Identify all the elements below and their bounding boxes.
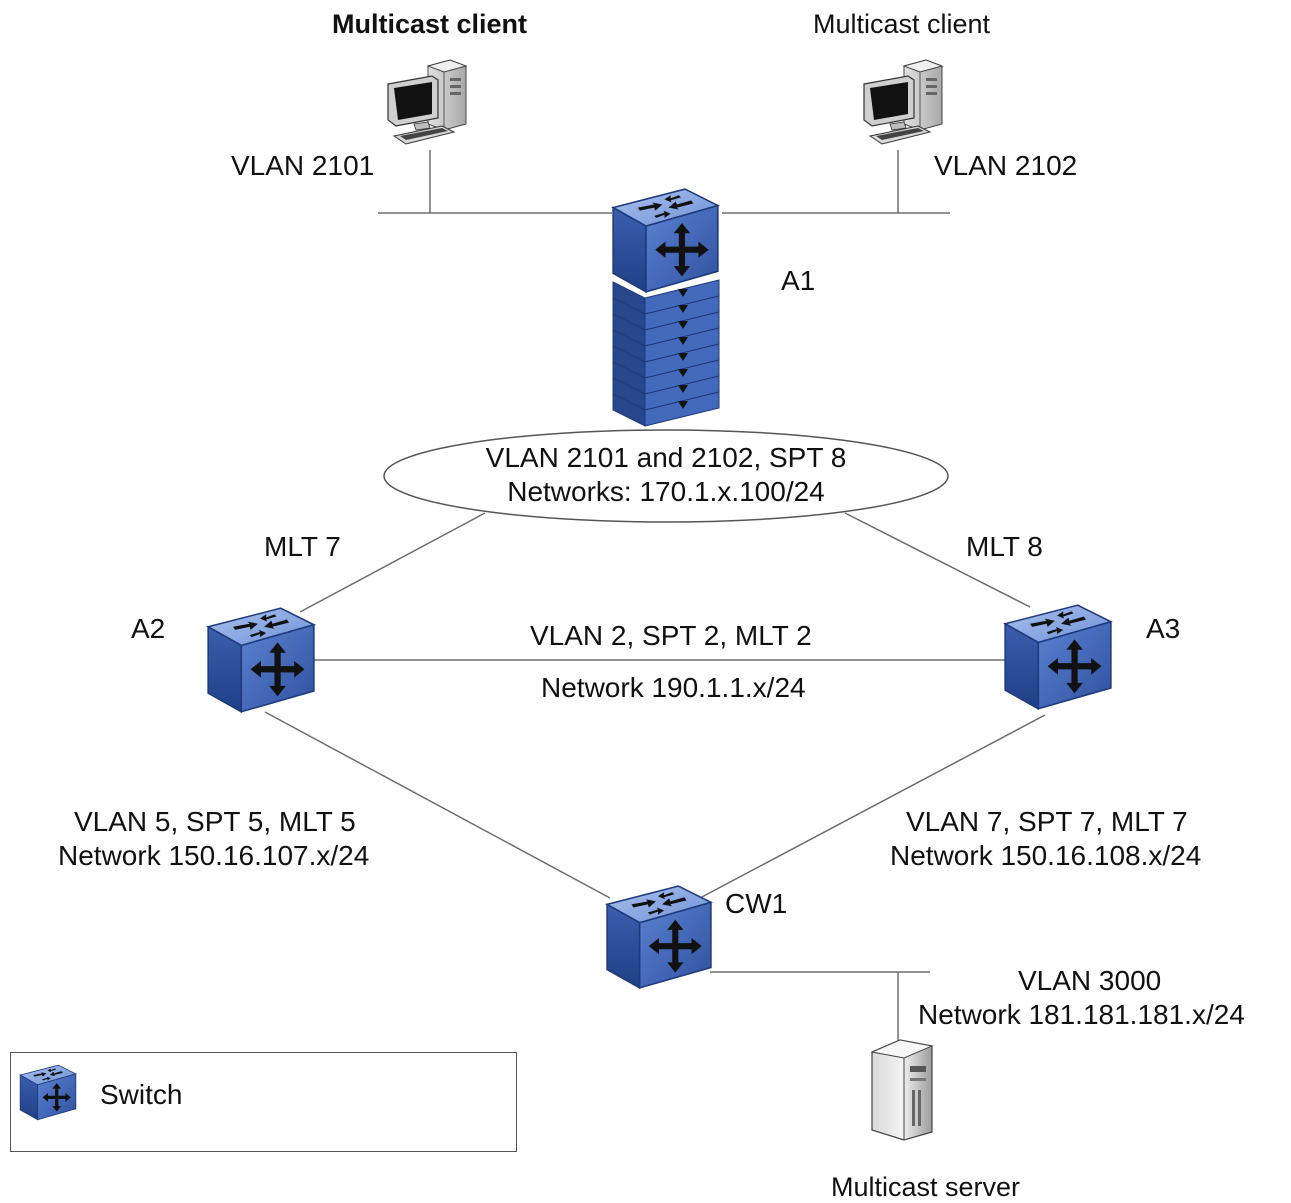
a1-module-arrow-icon <box>678 289 688 297</box>
switch-a2-label: A2 <box>131 613 166 644</box>
ellipse-line-1: VLAN 2101 and 2102, SPT 8 <box>485 442 847 473</box>
a1-module-arrow-icon <box>678 337 688 345</box>
vlan-2101-2102-ellipse <box>383 429 949 523</box>
server-network-label: Network 181.181.181.x/24 <box>918 999 1245 1030</box>
multicast-client-right-pc-icon <box>863 59 943 145</box>
switch-cw1-icon <box>606 885 712 989</box>
switch-a3-label: A3 <box>1146 613 1181 644</box>
a1-module-arrow-icon <box>678 353 688 361</box>
vlan-2101-label: VLAN 2101 <box>231 150 375 181</box>
a3-cw1-link-label-1: VLAN 7, SPT 7, MLT 7 <box>906 806 1188 837</box>
a1-chassis-module <box>612 391 720 427</box>
a2-cw1-link-label-2: Network 150.16.107.x/24 <box>58 840 370 871</box>
a2-a3-link-label-2: Network 190.1.1.x/24 <box>541 672 806 703</box>
a2-a3-link-label-1: VLAN 2, SPT 2, MLT 2 <box>530 620 812 651</box>
legend-box: Switch <box>10 1052 517 1152</box>
switch-a1-stack <box>612 188 720 427</box>
mlt-8-label: MLT 8 <box>966 531 1043 562</box>
vlan-2102-label: VLAN 2102 <box>934 150 1078 181</box>
a1-module-arrow-icon <box>678 305 688 313</box>
switch-a2-icon <box>207 607 315 713</box>
switch-cw1-label: CW1 <box>725 888 788 919</box>
a1-module-arrow-icon <box>678 369 688 377</box>
switch-a1-label: A1 <box>781 265 816 296</box>
ellipse-line-2: Networks: 170.1.x.100/24 <box>507 476 825 507</box>
a1-chassis-module <box>612 295 720 331</box>
multicast-server-title: Multicast server <box>831 1172 1021 1202</box>
mlt-7-label: MLT 7 <box>264 531 341 562</box>
a2-cw1-link-label-1: VLAN 5, SPT 5, MLT 5 <box>74 806 356 837</box>
legend-switch-label: Switch <box>100 1079 183 1110</box>
a1-module-arrow-icon <box>678 401 688 409</box>
multicast-client-left-title: Multicast client <box>332 9 528 39</box>
multicast-client-right-title: Multicast client <box>813 9 991 39</box>
switch-a3-icon <box>1004 604 1112 710</box>
link-a2-cw1 <box>264 711 611 899</box>
link-a3-cw1 <box>699 714 1046 899</box>
links <box>264 150 1046 1042</box>
a3-cw1-link-label-2: Network 150.16.108.x/24 <box>890 840 1202 871</box>
link-mlt8 <box>844 512 1031 608</box>
switch-a1-top-cube <box>612 188 719 293</box>
a1-chassis-module <box>612 359 720 395</box>
link-mlt7 <box>299 512 486 613</box>
a1-module-arrow-icon <box>678 321 688 329</box>
a1-module-arrow-icon <box>678 385 688 393</box>
multicast-client-left-pc-icon <box>387 59 467 145</box>
vlan-3000-label: VLAN 3000 <box>1018 965 1162 996</box>
multicast-server-icon <box>870 1039 934 1141</box>
